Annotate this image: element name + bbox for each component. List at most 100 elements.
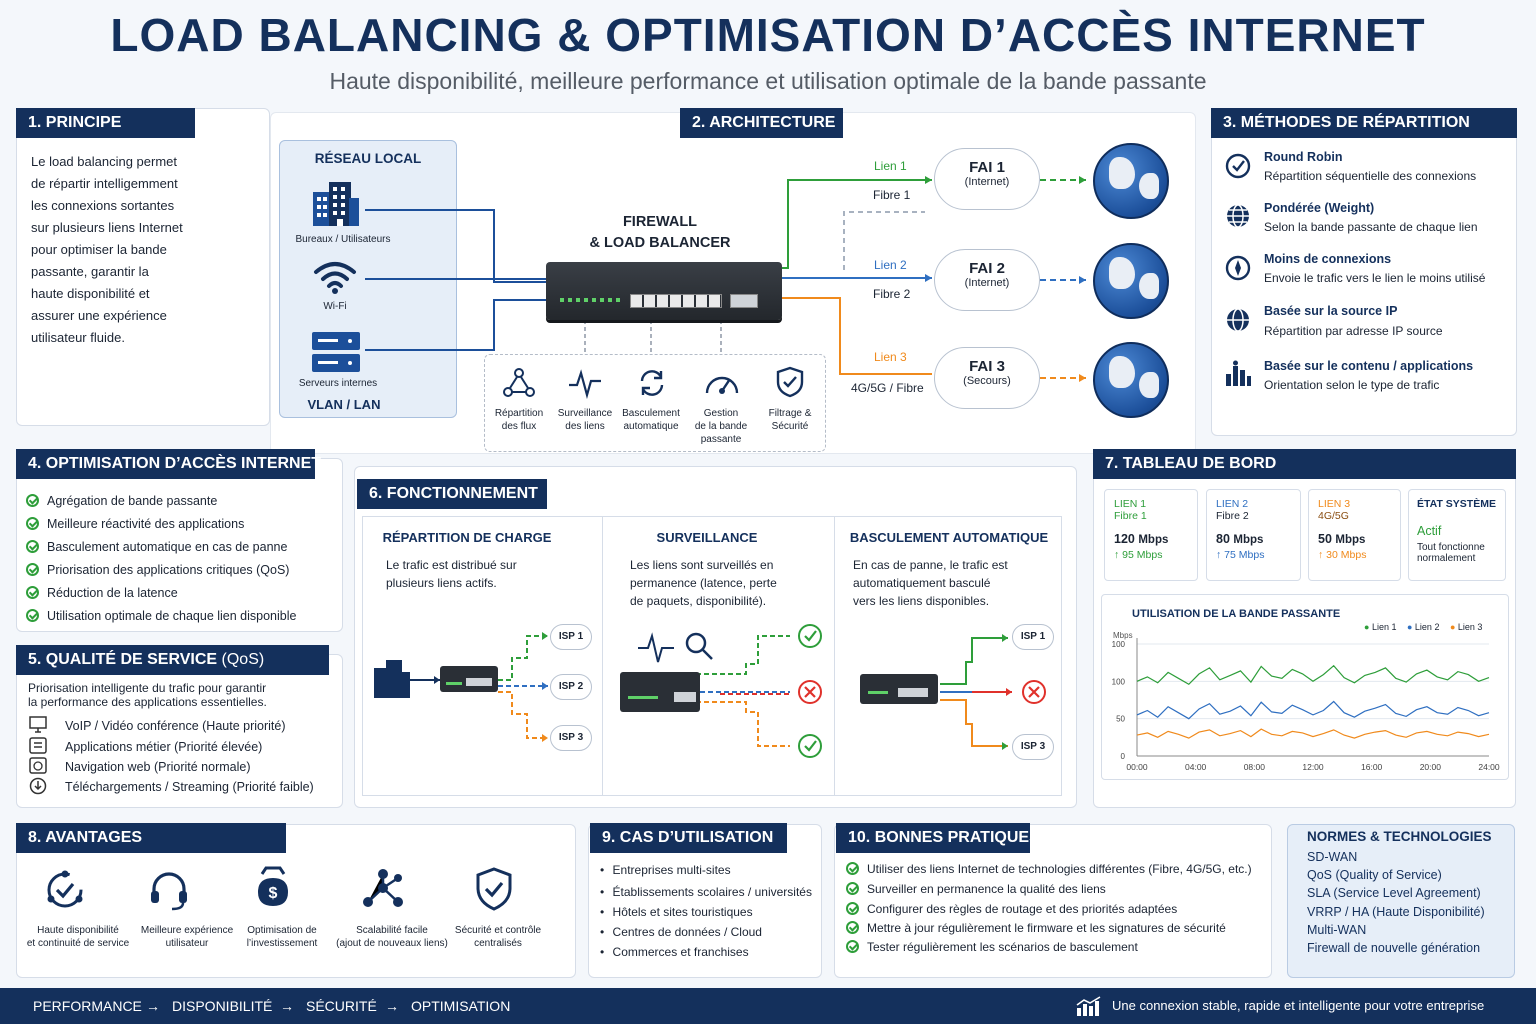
x-tick-label: 00:00 (1126, 762, 1148, 772)
principe-line: haute disponibilité et (31, 286, 150, 301)
internet-globe-icon (1093, 143, 1169, 219)
money-icon: $ (258, 866, 288, 906)
qos-item: VoIP / Vidéo conférence (Haute priorité) (65, 719, 286, 733)
avantage-label: Scalabilité facile(ajout de nouveaux lie… (334, 924, 450, 950)
avantage-line: utilisateur (165, 938, 209, 949)
cas-text: Commerces et franchises (612, 945, 749, 959)
kpi-type: Fibre 2 (1216, 510, 1249, 522)
method-desc: Orientation selon le type de trafic (1264, 378, 1440, 392)
wifi-icon (314, 262, 356, 294)
principe-panel (16, 108, 270, 426)
internet-globe-icon (1093, 243, 1169, 319)
arrow-icon: → (146, 998, 160, 1014)
bonnes-item: Surveiller en permanence la qualité des … (846, 882, 1106, 896)
qos-item: Téléchargements / Streaming (Priorité fa… (65, 780, 314, 794)
y-tick-label: 0 (1121, 752, 1126, 761)
bars-icon (1226, 360, 1251, 386)
uplink-ports (730, 294, 758, 308)
normes-title: NORMES & TECHNOLOGIES (1307, 829, 1492, 844)
fai-name: FAI 3 (969, 358, 1005, 375)
isp-cloud: ISP 3 (1012, 734, 1054, 760)
optimisation-item: Réduction de la latence (26, 586, 178, 600)
compass-icon (1225, 255, 1251, 281)
kpi-type: 4G/5G (1318, 510, 1349, 522)
x-tick-label: 04:00 (1185, 762, 1207, 772)
y-tick-label: 100 (1112, 640, 1126, 649)
cas-item: • Centres de données / Cloud (600, 925, 762, 939)
kpi-card: LIEN 1 Fibre 1 120 Mbps ↑ 95 Mbps (1104, 489, 1198, 581)
function-line: Filtrage & (768, 408, 812, 419)
check-icon (846, 862, 859, 875)
function-label: Filtrage & Sécurité (758, 407, 822, 433)
kpi-value-row: 120 Mbps (1114, 532, 1188, 546)
method-desc: Envoie le trafic vers le lien le moins u… (1264, 271, 1486, 285)
check-icon (26, 540, 39, 553)
fonction-title: RÉPARTITION DE CHARGE (382, 530, 552, 545)
bonnes-item: Mettre à jour régulièrement le firmware … (846, 921, 1226, 935)
link-label: Lien 2 (874, 258, 907, 272)
principe-line: les connexions sortantes (31, 198, 175, 213)
check-icon (846, 921, 859, 934)
y-tick-label: 50 (1116, 715, 1125, 724)
method-desc: Répartition séquentielle des connexions (1264, 169, 1477, 183)
page-title: LOAD BALANCING & OPTIMISATION D’ACCÈS IN… (110, 9, 1426, 61)
function-line: Sécurité (771, 421, 809, 432)
optimisation-header: 4. OPTIMISATION D’ACCÈS INTERNET (16, 449, 321, 479)
firewall-label-line2: & LOAD BALANCER (589, 235, 731, 251)
firewall-device (546, 262, 782, 320)
normes-item: SD-WAN (1307, 850, 1358, 864)
isp-cloud: ISP 2 (550, 674, 592, 700)
check-icon (26, 609, 39, 622)
share-icon (503, 368, 535, 397)
principe-line: assurer une expérience (31, 308, 167, 323)
optimisation-panel (16, 458, 343, 632)
x-tick-label: 12:00 (1302, 762, 1324, 772)
kpi-delta: ↑ 95 Mbps (1114, 549, 1163, 561)
kpi-label: LIEN 3 (1318, 498, 1351, 510)
fonction-title: BASCULEMENT AUTOMATIQUE (849, 530, 1049, 545)
avantage-line: Haute disponibilité (37, 925, 119, 936)
series-line-lien-2 (1136, 700, 1490, 720)
cas-item: • Entreprises multi-sites (600, 863, 731, 877)
clock-icon (1225, 153, 1251, 179)
lan-title: RÉSEAU LOCAL (314, 151, 422, 166)
link-type: Fibre 2 (873, 287, 911, 301)
method-title: Moins de connexions (1264, 252, 1392, 266)
check-icon (846, 902, 859, 915)
architecture-header: 2. ARCHITECTURE (680, 108, 843, 138)
optimisation-text: Meilleure réactivité des applications (47, 517, 245, 531)
svg-text:$: $ (269, 885, 278, 902)
fonction-line: vers les liens disponibles. (853, 594, 990, 608)
methodes-header: 3. MÉTHODES DE RÉPARTITION (1211, 108, 1517, 138)
load-split-diagram (374, 624, 1046, 758)
legend-item: ● (1449, 622, 1458, 632)
fai-cloud: FAI 1(Internet) (934, 148, 1040, 210)
principe-header: 1. PRINCIPE (16, 108, 195, 138)
building-icon (374, 660, 410, 698)
router-device (440, 666, 498, 692)
fonction-line: automatiquement basculé (853, 576, 991, 590)
normes-item: SLA (Service Level Agreement) (1307, 886, 1481, 901)
bonnes-item: Configurer des règles de routage et des … (846, 902, 1177, 916)
isp-cloud: ISP 1 (550, 624, 592, 650)
system-state-line: normalement (1417, 553, 1476, 564)
footer-bar: PERFORMANCE → DISPONIBILITÉ → SÉCURITÉ →… (0, 988, 1536, 1024)
internet-globe-icon (1093, 342, 1169, 418)
kpi-value: 120 (1114, 532, 1135, 546)
principe-line: utilisateur fluide. (31, 330, 125, 345)
footer-tagline: Une connexion stable, rapide et intellig… (1112, 998, 1485, 1013)
principe-line: sur plusieurs liens Internet (31, 220, 183, 235)
bonnes-text: Utiliser des liens Internet de technolog… (867, 862, 1252, 876)
check-icon (26, 517, 39, 530)
method-title: Pondérée (Weight) (1264, 201, 1375, 215)
principe-line: Le load balancing permet (31, 154, 177, 169)
